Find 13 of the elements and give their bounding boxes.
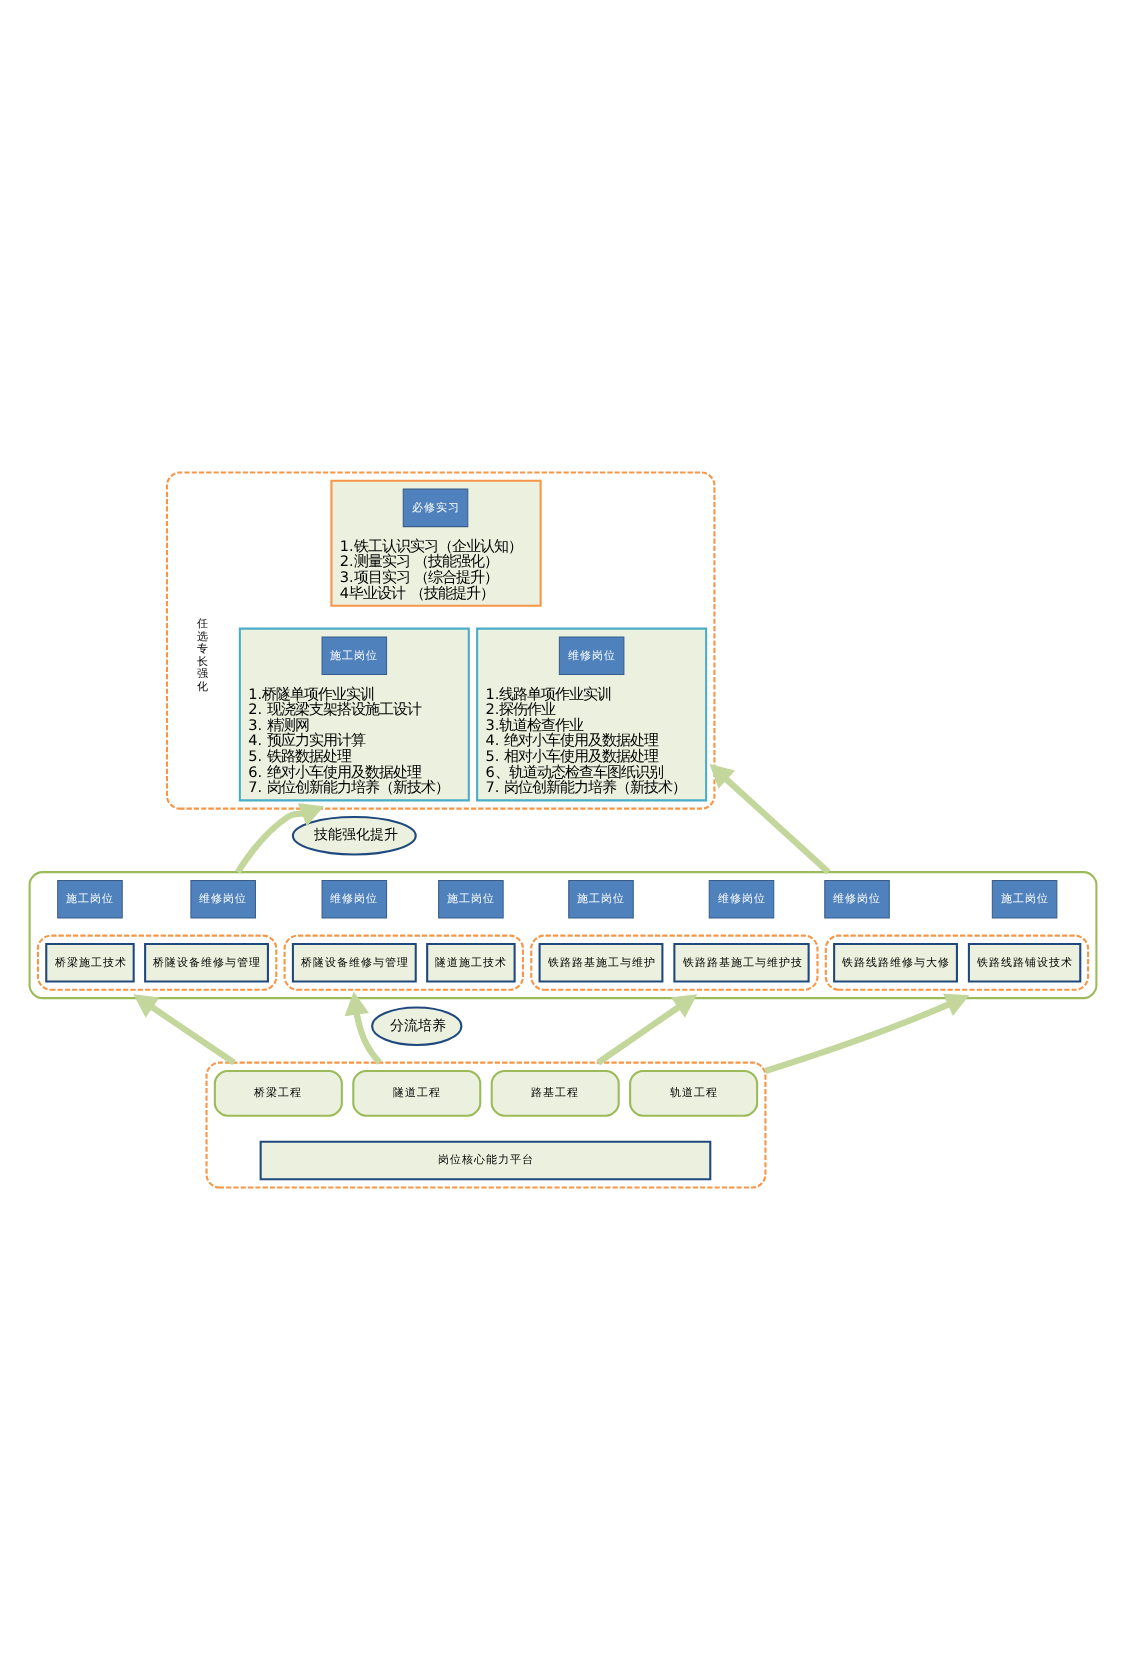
cluster: [36, 934, 278, 991]
arrow: [133, 994, 236, 1066]
arrow: [344, 991, 382, 1065]
cluster: [824, 934, 1090, 991]
cluster: [283, 934, 524, 991]
arrow: [764, 993, 970, 1074]
cluster: [165, 471, 716, 810]
cluster: [28, 871, 1098, 1000]
arrow: [596, 994, 698, 1066]
cluster: [205, 1061, 767, 1189]
arrow: [235, 803, 325, 874]
cluster: [530, 934, 819, 991]
arrow: [709, 763, 831, 875]
